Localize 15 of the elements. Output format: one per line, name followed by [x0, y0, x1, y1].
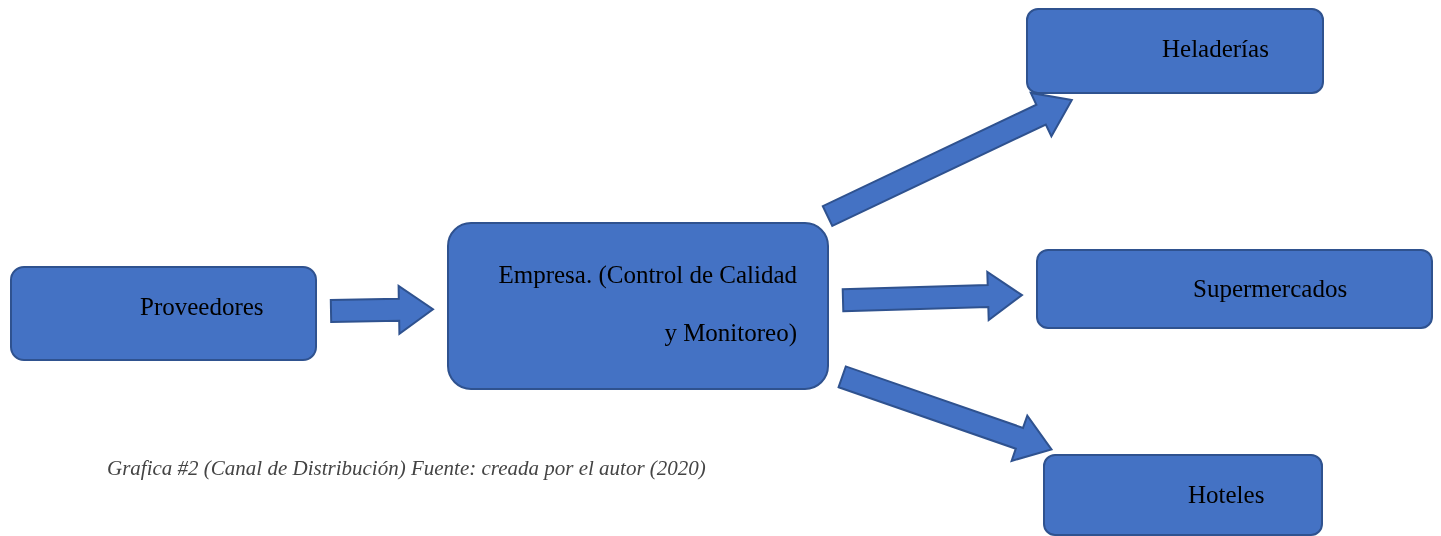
process-box — [1043, 454, 1323, 536]
process-box — [1036, 249, 1433, 329]
block-arrow — [837, 365, 1054, 463]
block-arrow — [841, 270, 1024, 322]
caption: Grafica #2 (Canal de Distribución) Fuente: creada por el autor (2020) — [107, 455, 706, 482]
box-label: Hoteles — [1188, 481, 1265, 508]
block-arrow — [329, 283, 435, 336]
process-box — [447, 222, 829, 390]
process-box — [1026, 8, 1324, 94]
box-label: Proveedores — [140, 293, 264, 320]
process-box — [10, 266, 317, 361]
block-arrow — [821, 91, 1074, 228]
box-label: Supermercados — [1193, 275, 1348, 302]
box-label: Heladerías — [1162, 35, 1269, 62]
box-label: Empresa. (Control de Calidad y Monitoreo) — [498, 261, 797, 346]
